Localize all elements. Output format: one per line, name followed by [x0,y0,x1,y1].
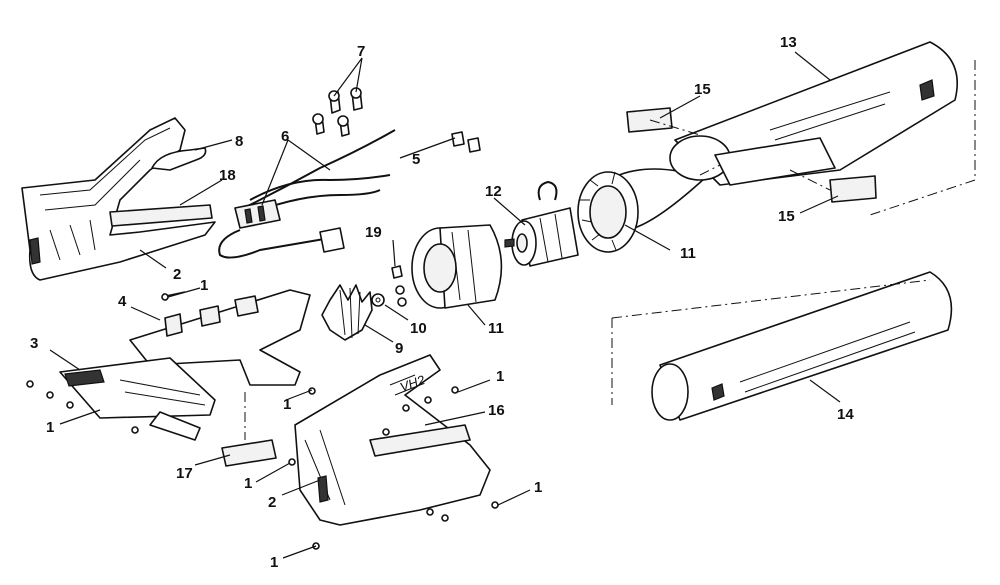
callout-9: 9 [395,340,403,357]
callout-1-f: 1 [534,479,542,496]
callout-2-top: 2 [173,266,181,283]
leader-lines [49,51,841,559]
fan-housing-11 [411,224,503,309]
handle-housing-right: VH2 [294,354,491,526]
blower-tube-upper-13 [669,41,959,186]
callout-6: 6 [281,128,289,145]
callout-7: 7 [357,43,365,60]
screw-set-7 [312,87,363,137]
callout-15-bottom: 15 [778,208,795,225]
callout-15-top: 15 [694,81,711,98]
callout-18: 18 [219,167,236,184]
callout-10: 10 [410,320,427,337]
callout-1-a: 1 [200,277,208,294]
callout-numbers: 7 6 8 18 2 5 12 19 11 11 10 9 4 3 1 1 1 … [30,34,854,571]
callout-3: 3 [30,335,38,352]
switch-wire-harness-6 [218,129,396,259]
callout-13: 13 [780,34,797,51]
callout-1-b: 1 [46,419,54,436]
callout-11-right: 11 [680,245,696,262]
callout-2-bottom: 2 [268,494,276,511]
callout-1-c: 1 [283,396,291,413]
assembly-line-lower [611,279,931,405]
callout-5: 5 [412,151,420,168]
assembly-line-upper [699,60,976,216]
callout-11-left: 11 [488,320,504,337]
callout-19: 19 [365,224,382,241]
handle-housing-left [21,117,216,281]
screws-19-washer-10 [371,265,407,307]
callout-12: 12 [485,183,502,200]
callout-1-d: 1 [496,368,504,385]
blower-tube-lower-14 [651,271,953,421]
motor-12 [504,180,579,267]
assembly-line-label15a [649,119,701,136]
label-17 [221,439,277,467]
callout-14: 14 [837,406,854,423]
bracket-4 [129,289,311,386]
battery-latch-3 [59,357,216,441]
callout-1-g: 1 [270,554,278,571]
clips-5 [451,131,481,153]
callout-8: 8 [235,133,243,150]
callout-17: 17 [176,465,193,482]
assembly-line-label15b [789,169,831,191]
callout-1-e: 1 [244,475,252,492]
screws-1 [26,291,499,550]
callout-4: 4 [118,293,127,310]
impeller-9 [321,284,373,341]
fan-shroud-cone-11 [577,168,706,253]
callout-16: 16 [488,402,505,419]
labels-15 [626,107,877,203]
